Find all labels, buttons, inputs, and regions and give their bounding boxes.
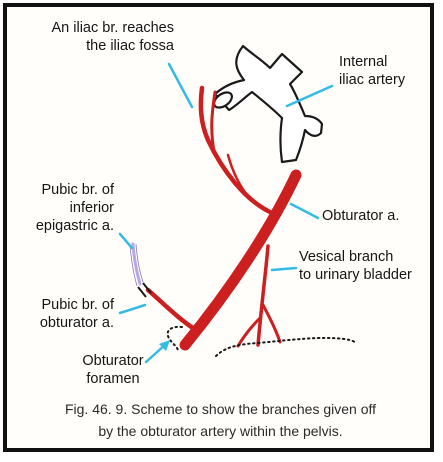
label-vesical-branch-line2: to urinary bladder: [299, 267, 412, 284]
figure-caption: Fig. 46. 9. Scheme to show the branches …: [10, 398, 431, 442]
caption-line1: Fig. 46. 9. Scheme to show the branches …: [10, 398, 431, 420]
caption-line2: by the obturator artery within the pelvi…: [10, 420, 431, 442]
label-pubic-obturator-line1: Pubic br. of: [41, 297, 114, 314]
label-iliac-branch-line1: An iliac br. reaches: [51, 20, 174, 37]
label-obturator-foramen-line2: foramen: [68, 371, 158, 388]
vesical-branch-twig-right: [263, 305, 280, 342]
label-pubic-obturator-line2: obturator a.: [40, 315, 114, 332]
label-pubic-epigastric-line3: epigastric a.: [36, 218, 114, 235]
iliac-branch-twig: [212, 92, 215, 152]
label-pubic-epigastric-line1: Pubic br. of: [41, 182, 114, 199]
label-vesical-branch-line1: Vesical branch: [299, 249, 393, 266]
label-internal-iliac-line1: Internal: [339, 54, 387, 71]
obturator-artery-trunk: [185, 175, 296, 345]
vesical-branch-vessel: [258, 246, 268, 345]
label-pubic-epigastric-line2: inferior: [70, 200, 114, 217]
leader-inferior-epigastric: [120, 234, 132, 248]
leader-pubic-obturator: [120, 305, 145, 313]
internal-iliac-artery-shape: [211, 46, 322, 162]
label-iliac-branch-line2: the iliac fossa: [86, 38, 174, 55]
pubic-branch-obturator-vessel: [148, 290, 196, 330]
label-obturator-artery: Obturator a.: [322, 208, 399, 225]
label-obturator-foramen-line1: Obturator: [68, 353, 158, 370]
leader-obturator-artery: [291, 204, 318, 218]
label-internal-iliac-line2: iliac artery: [339, 72, 405, 89]
leader-iliac-branch: [169, 64, 192, 107]
leader-vesical-branch: [272, 268, 296, 270]
